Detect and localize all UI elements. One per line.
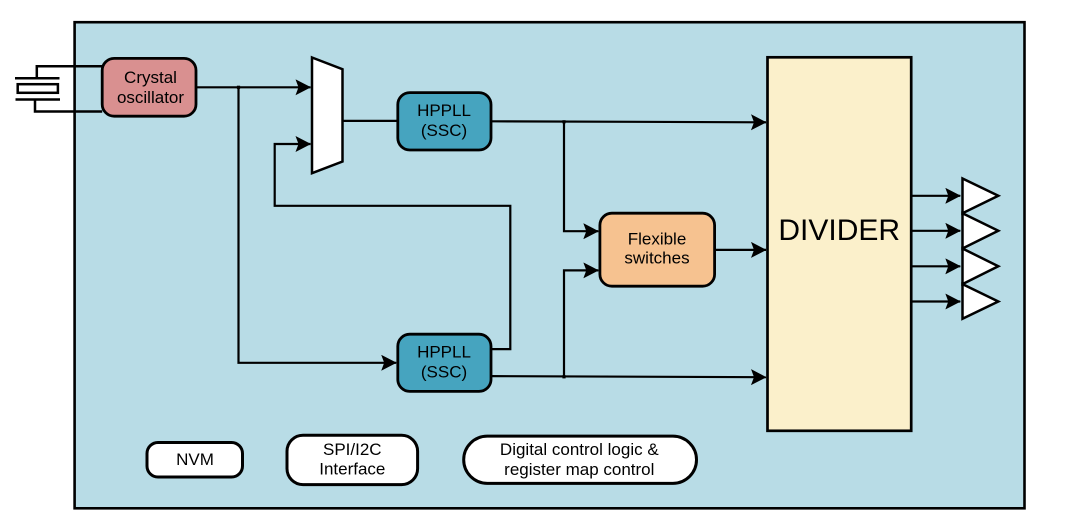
svg-text:Interface: Interface — [319, 460, 385, 479]
svg-text:switches: switches — [624, 249, 689, 268]
svg-text:register map control: register map control — [504, 460, 654, 479]
svg-text:SPI/I2C: SPI/I2C — [323, 440, 382, 459]
svg-text:Crystal: Crystal — [124, 68, 177, 87]
svg-text:Digital control logic &: Digital control logic & — [500, 440, 659, 459]
svg-text:(SSC): (SSC) — [421, 121, 467, 140]
svg-text:Flexible: Flexible — [628, 229, 687, 248]
svg-text:DIVIDER: DIVIDER — [778, 214, 900, 247]
svg-text:NVM: NVM — [176, 450, 214, 469]
svg-text:HPPLL: HPPLL — [417, 101, 471, 120]
svg-text:HPPLL: HPPLL — [417, 343, 471, 362]
svg-text:oscillator: oscillator — [117, 88, 184, 107]
svg-text:(SSC): (SSC) — [421, 363, 467, 382]
